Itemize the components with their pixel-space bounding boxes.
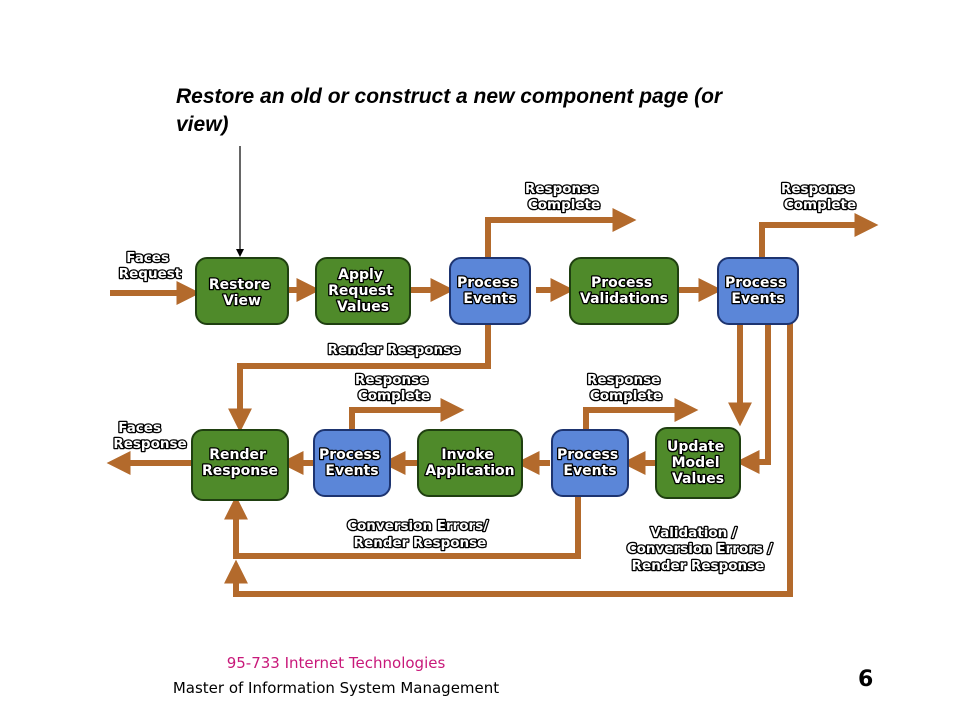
phase-process-events-2: Process Events (717, 257, 799, 325)
phase-process-events-1: Process Events (449, 257, 531, 325)
phase-restore-view-label: Restore View (209, 277, 275, 309)
label-response-complete-2: Response Complete (781, 181, 859, 213)
phase-invoke-application-label: Invoke Application (425, 447, 514, 479)
label-conversion-errors: Conversion Errors/ Render Response (347, 518, 493, 551)
phase-process-events-2-label: Process Events (725, 275, 791, 307)
phase-update-model-values-label: Update Model Values (667, 439, 729, 487)
page-number: 6 (858, 667, 874, 692)
arrow-response-complete-1 (485, 208, 637, 258)
phase-process-events-4: Process Events (313, 429, 391, 497)
phase-process-events-3-label: Process Events (557, 447, 623, 479)
phase-process-events-3: Process Events (551, 429, 629, 497)
phase-invoke-application: Invoke Application (417, 429, 523, 497)
phase-boxes: Restore View Apply Request Values Proces… (191, 257, 799, 501)
label-validation-errors: Validation / Conversion Errors / Render … (627, 525, 778, 574)
phase-apply-request-values-label: Apply Request Values (328, 267, 398, 315)
phase-process-events-4-label: Process Events (319, 447, 385, 479)
phase-process-validations-label: Process Validations (580, 275, 668, 307)
label-response-complete-3: Response Complete (355, 372, 433, 404)
phase-process-events-1-label: Process Events (457, 275, 523, 307)
flow-labels: Faces Request Faces Response Response Co… (112, 180, 859, 576)
phase-restore-view: Restore View (195, 257, 289, 325)
arrow-response-complete-3 (349, 398, 465, 432)
phase-render-response-label: Render Response (202, 447, 278, 479)
label-response-complete-1: Response Complete (525, 181, 603, 213)
arrow-validation-errors (224, 320, 793, 597)
label-render-response: Render Response (328, 342, 461, 358)
arrow-response-complete-2 (759, 213, 879, 258)
phase-apply-request-values: Apply Request Values (315, 257, 411, 325)
arrow-response-complete-4 (583, 398, 699, 432)
label-response-complete-4: Response Complete (587, 372, 665, 404)
arrow-to-update-model (735, 320, 771, 474)
footer-course: 95-733 Internet Technologies (226, 654, 446, 672)
flow-arrows (106, 208, 879, 597)
label-faces-response: Faces Response (113, 420, 186, 452)
phase-update-model-values: Update Model Values (655, 427, 741, 499)
label-faces-request: Faces Request (119, 250, 182, 282)
arrow-conversion-errors (224, 495, 581, 559)
phase-render-response: Render Response (191, 429, 289, 501)
slide-caption: Restore an old or construct a new compon… (176, 85, 723, 136)
phase-process-validations: Process Validations (569, 257, 679, 325)
arrow-render-response-top (228, 322, 491, 433)
footer-program: Master of Information System Management (172, 679, 500, 697)
